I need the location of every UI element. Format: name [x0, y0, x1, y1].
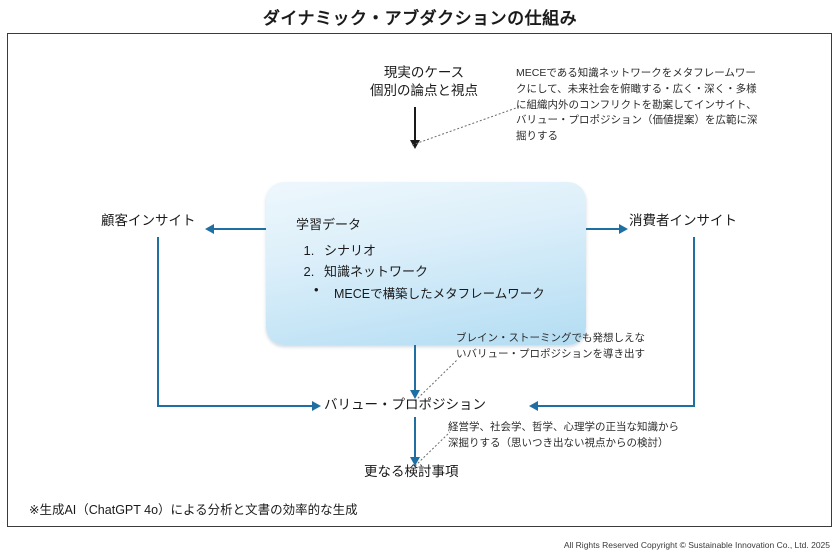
- connector-box-to-right-arrowhead: [619, 224, 628, 234]
- node-right-output: 消費者インサイト: [629, 213, 737, 228]
- center-box-item-0: シナリオ: [318, 240, 572, 259]
- connector-box-to-vp-arrowhead: [410, 390, 420, 399]
- node-input-top-line2: 個別の論点と視点: [370, 83, 478, 99]
- center-box-ordered-list: シナリオ 知識ネットワーク: [318, 240, 572, 280]
- connector-box-to-vp-line: [414, 345, 416, 392]
- connector-right-down-line: [693, 237, 695, 407]
- annotation-top-right: MECEである知識ネットワークをメタフレームワー クにして、未来社会を俯瞰する・…: [516, 66, 816, 145]
- connector-input-to-box-arrowhead: [410, 140, 420, 149]
- annotation-bottom-right: 経営学、社会学、哲学、心理学の正当な知識から 深掘りする（思いつき出ない視点から…: [448, 420, 738, 452]
- center-box-heading: 学習データ: [296, 217, 362, 232]
- node-further-study: 更なる検討事項: [364, 464, 459, 479]
- connector-box-to-right-line: [586, 228, 620, 230]
- node-value-proposition: バリュー・プロポジション: [324, 397, 486, 412]
- annotation-top-right-line-1: クにして、未来社会を俯瞰する・広く・深く・多様: [516, 82, 757, 95]
- center-box-item-1: 知識ネットワーク: [318, 261, 572, 280]
- connector-left-to-vp-line: [157, 405, 314, 407]
- node-left-output: 顧客インサイト: [101, 213, 196, 228]
- annotation-middle-right-line-0: ブレイン・ストーミングでも発想しえな: [456, 332, 645, 344]
- leader-line-middle-right: [414, 359, 458, 402]
- diagram-frame: 現実のケース 個別の論点と視点 MECEである知識ネットワークをメタフレームワー…: [7, 33, 832, 527]
- annotation-bottom-right-line-1: 深掘りする（思いつき出ない視点からの検討）: [448, 436, 669, 449]
- page-title: ダイナミック・アブダクションの仕組み: [262, 9, 578, 28]
- annotation-middle-right: ブレイン・ストーミングでも発想しえな いバリュー・プロポジションを導き出す: [456, 331, 716, 363]
- node-input-top-line1: 現実のケース: [383, 65, 465, 80]
- center-box-content: 学習データ シナリオ 知識ネットワーク MECEで構築したメタフレームワーク: [296, 214, 572, 302]
- connector-left-to-vp-arrowhead: [312, 401, 321, 411]
- node-input-top: 現実のケース 個別の論点と視点: [344, 64, 504, 100]
- leader-line-bottom-right: [414, 431, 451, 467]
- center-box-sub-list: MECEで構築したメタフレームワーク: [312, 282, 572, 302]
- connector-box-to-left-arrowhead: [205, 224, 214, 234]
- connector-vp-to-further-arrowhead: [410, 457, 420, 466]
- annotation-top-right-line-0: MECEである知識ネットワークをメタフレームワー: [516, 67, 756, 79]
- annotation-top-right-line-2: に組織内外のコンフリクトを勘案してインサイト、: [516, 98, 757, 111]
- center-box-learning-data: 学習データ シナリオ 知識ネットワーク MECEで構築したメタフレームワーク: [266, 182, 586, 345]
- footnote-text: ※生成AI（ChatGPT 4o）による分析と文書の効率的な生成: [29, 503, 358, 517]
- center-box-subitem-0: MECEで構築したメタフレームワーク: [312, 282, 572, 302]
- annotation-bottom-right-line-0: 経営学、社会学、哲学、心理学の正当な知識から: [448, 421, 679, 433]
- connector-right-to-vp-arrowhead: [529, 401, 538, 411]
- connector-left-down-line: [157, 237, 159, 407]
- annotation-top-right-line-4: 掘りする: [516, 130, 558, 142]
- connector-input-to-box-line: [414, 107, 416, 142]
- copyright-text: All Rights Reserved Copyright © Sustaina…: [563, 540, 830, 550]
- annotation-middle-right-line-1: いバリュー・プロポジションを導き出す: [456, 347, 645, 360]
- connector-right-to-vp-line: [538, 405, 695, 407]
- connector-box-to-left-line: [214, 228, 266, 230]
- annotation-top-right-line-3: バリュー・プロポジション（価値提案）を広範に深: [516, 114, 758, 127]
- connector-vp-to-further-line: [414, 417, 416, 459]
